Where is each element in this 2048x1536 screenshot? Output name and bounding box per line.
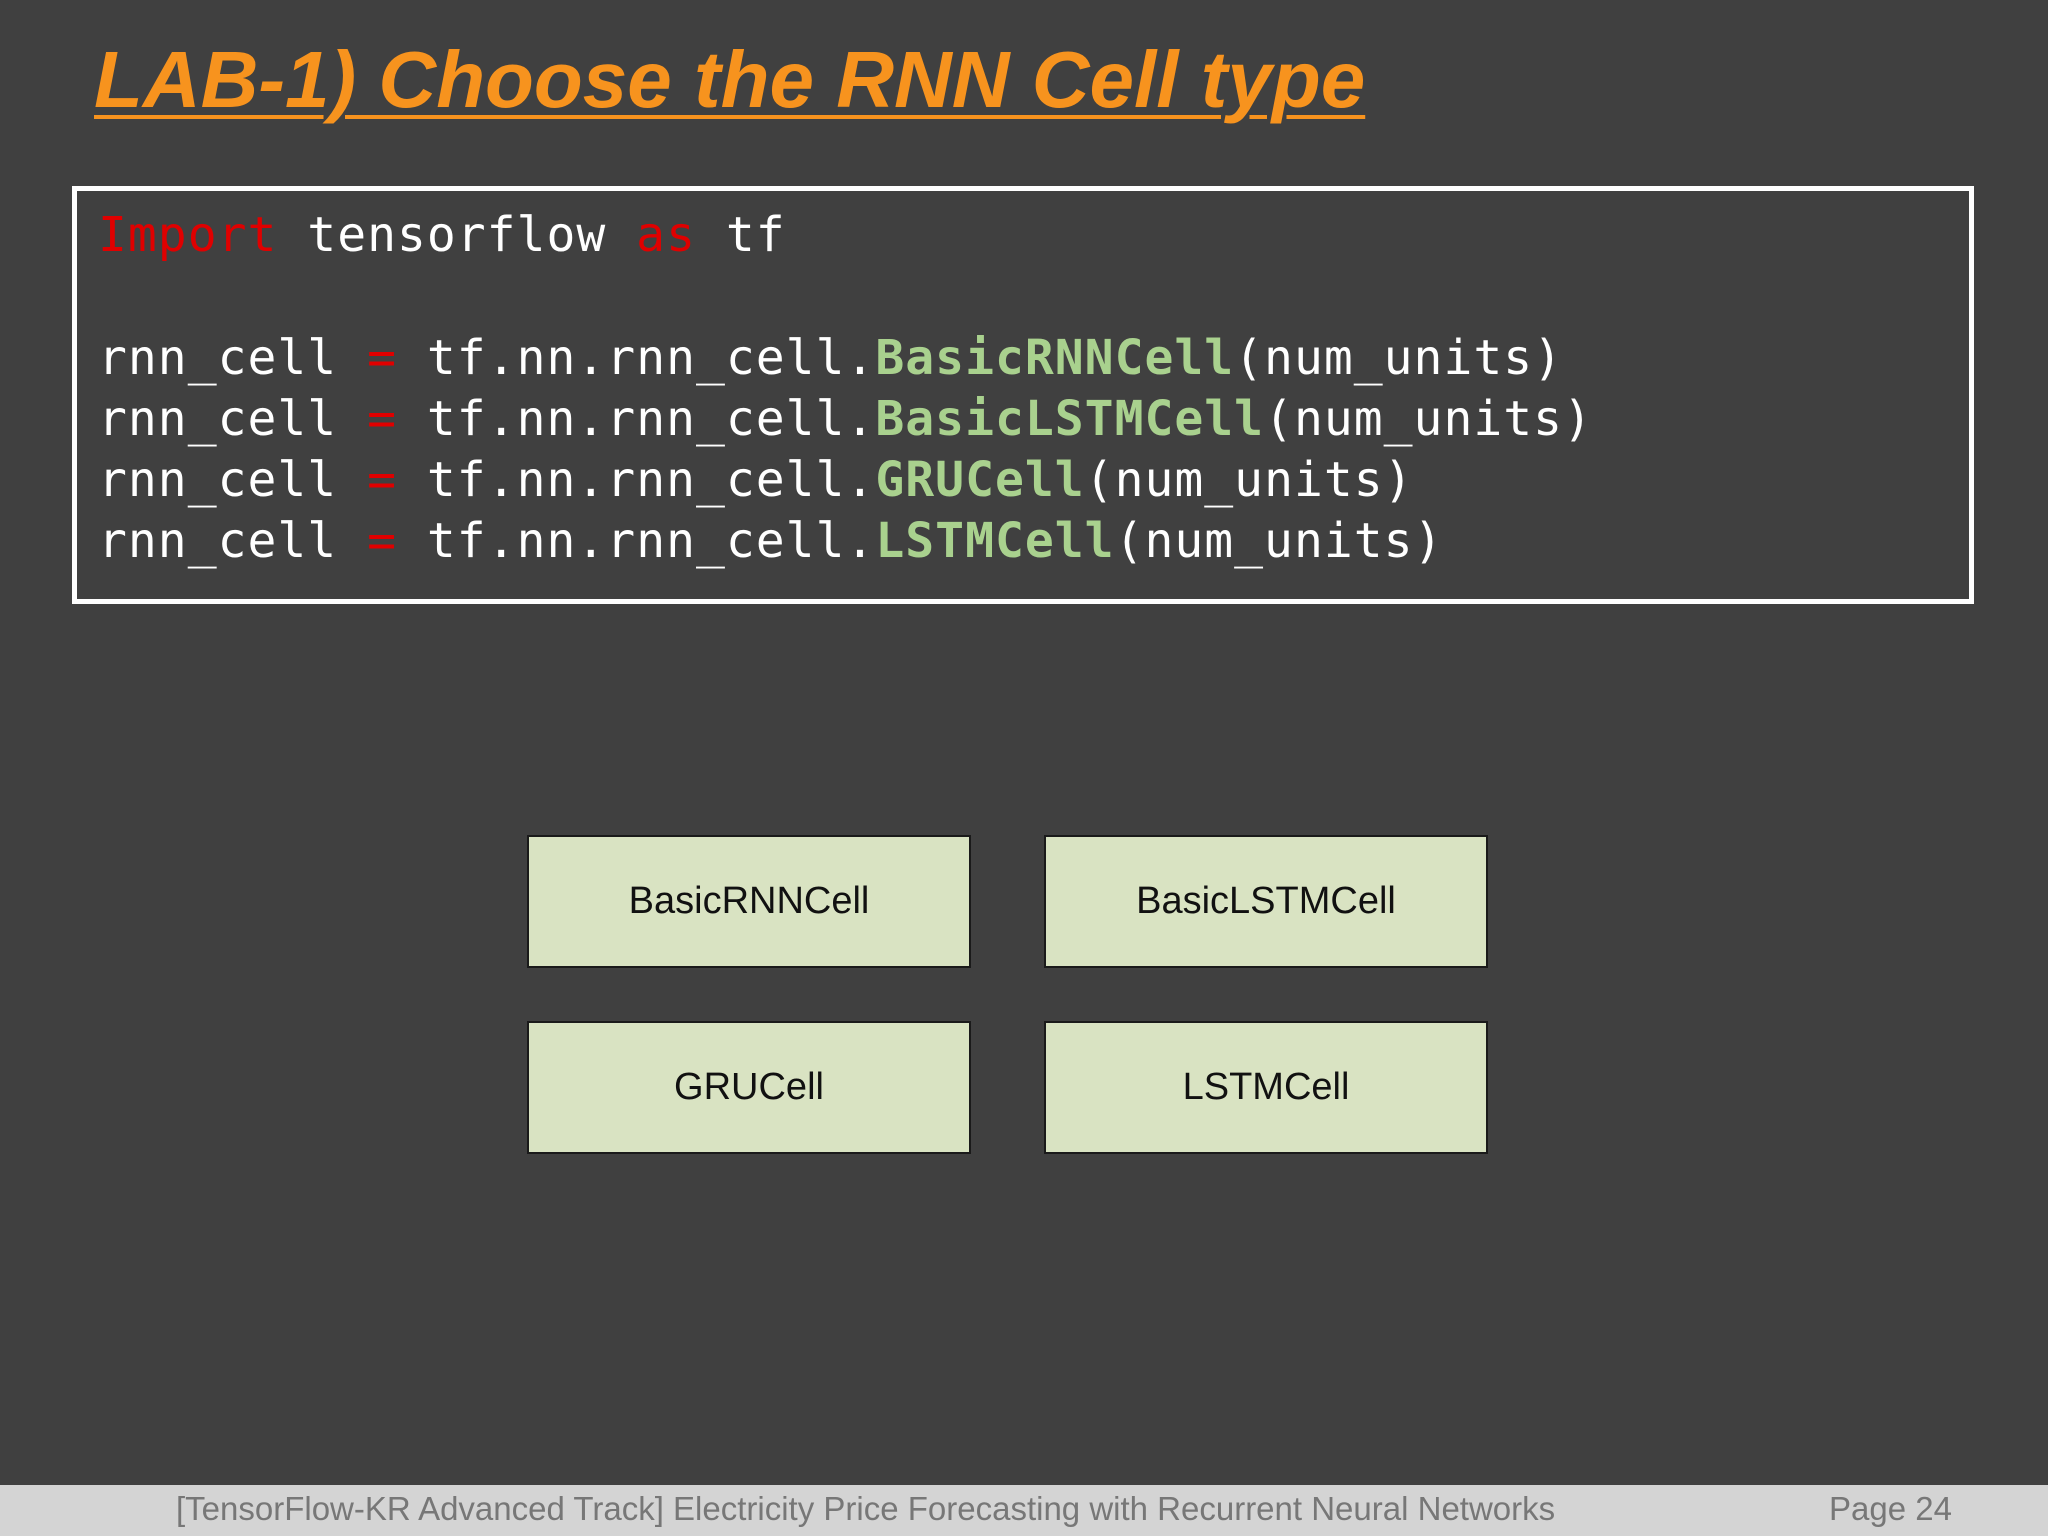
code-prefix: tf.nn.rnn_cell. [397,513,876,569]
code-prefix: tf.nn.rnn_cell. [397,452,876,508]
cell-box-gru: GRUCell [527,1021,971,1154]
code-lhs: rnn_cell [98,513,368,569]
as-keyword: as [636,207,696,263]
cell-box-basic-lstm: BasicLSTMCell [1044,835,1488,968]
code-line: rnn_cell = tf.nn.rnn_cell.GRUCell(num_un… [98,450,1969,511]
footer-text: [TensorFlow-KR Advanced Track] Electrici… [176,1490,1556,1527]
import-keyword: Import [98,207,278,263]
code-line: rnn_cell = tf.nn.rnn_cell.BasicRNNCell(n… [98,328,1969,389]
code-prefix: tf.nn.rnn_cell. [397,330,876,386]
code-function: BasicLSTMCell [875,391,1265,447]
cell-box-basic-rnn: BasicRNNCell [527,835,971,968]
code-lhs: rnn_cell [98,391,368,447]
code-args: (num_units) [1114,513,1444,569]
code-args: (num_units) [1264,391,1593,447]
code-line-blank [98,266,1969,328]
code-lhs: rnn_cell [98,452,368,508]
code-function: LSTMCell [875,513,1115,569]
code-operator: = [367,452,397,508]
code-operator: = [367,513,397,569]
code-operator: = [367,330,397,386]
footer-bar: [TensorFlow-KR Advanced Track] Electrici… [0,1485,2048,1536]
code-line: rnn_cell = tf.nn.rnn_cell.BasicLSTMCell(… [98,389,1969,450]
code-line-import: Import tensorflow as tf [98,205,1969,266]
code-block: Import tensorflow as tf rnn_cell = tf.nn… [72,186,1974,604]
import-module: tensorflow [277,207,637,263]
code-args: (num_units) [1084,452,1414,508]
code-function: BasicRNNCell [875,330,1235,386]
code-prefix: tf.nn.rnn_cell. [397,391,876,447]
cell-box-lstm: LSTMCell [1044,1021,1488,1154]
import-alias: tf [695,207,786,263]
code-args: (num_units) [1234,330,1564,386]
page-number: Page 24 [1829,1490,1952,1527]
code-lhs: rnn_cell [98,330,368,386]
code-operator: = [367,391,397,447]
code-line: rnn_cell = tf.nn.rnn_cell.LSTMCell(num_u… [98,511,1969,572]
code-function: GRUCell [875,452,1085,508]
slide-title: LAB-1) Choose the RNN Cell type [94,35,1366,124]
